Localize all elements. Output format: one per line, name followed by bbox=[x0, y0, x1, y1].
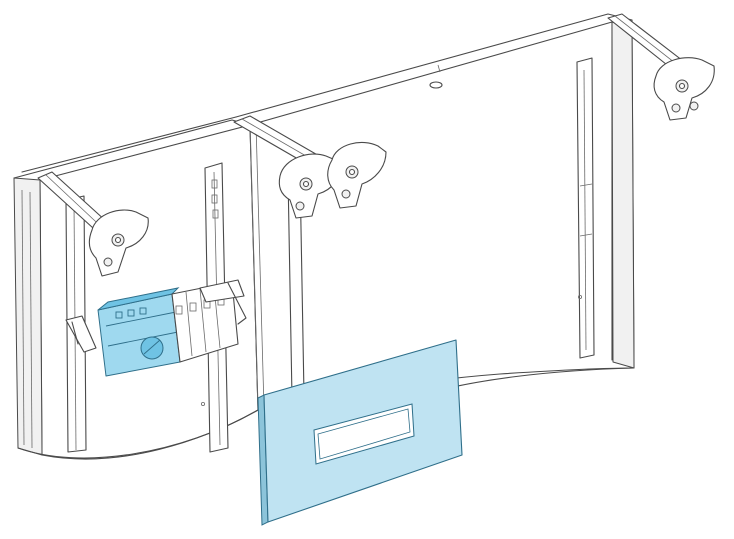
rail-bracket-4 bbox=[653, 57, 715, 121]
rail-bracket-1 bbox=[88, 209, 149, 277]
front-plate bbox=[257, 339, 463, 526]
left-enclosure-section bbox=[13, 116, 259, 460]
rail-bracket-3 bbox=[327, 142, 387, 209]
switch-disconnector bbox=[65, 279, 247, 377]
rail-bracket-2 bbox=[278, 153, 341, 219]
